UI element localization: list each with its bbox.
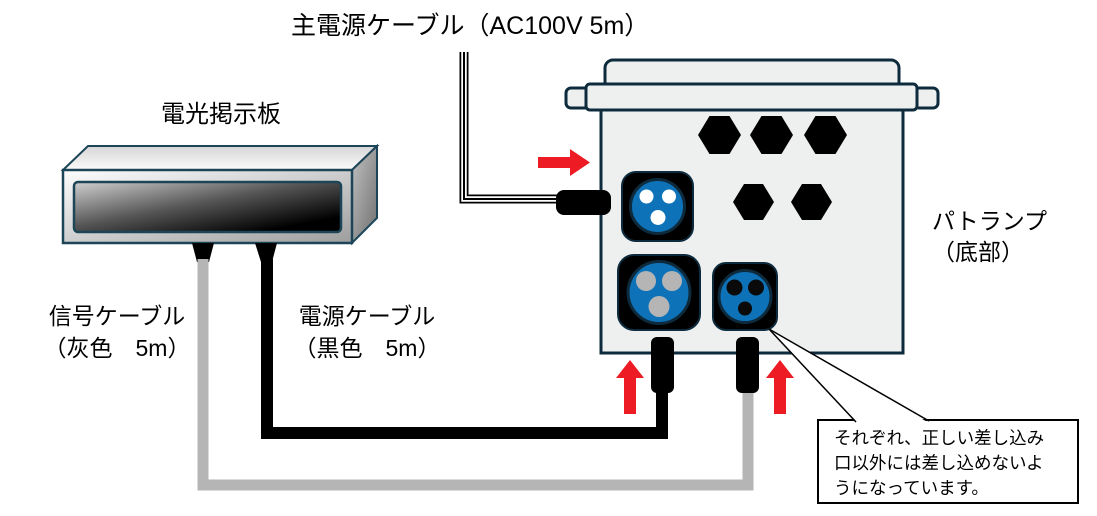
board-display-screen [72,180,343,234]
board-signal-connector [192,243,214,262]
patlamp-label-line1: パトランプ [932,208,1047,234]
signal-cable-label: 信号ケーブル （灰色 5m） [32,300,202,364]
callout-note: それぞれ、正しい差し込み 口以外には差し込めないよ うになっています。 [817,419,1079,504]
hex-bolt-icon [804,116,847,154]
board-top-face [60,145,380,171]
bulletin-board-label: 電光掲示板 [161,101,281,128]
callout-line: 口以外には差し込めないよ [834,453,1044,473]
arrow-right-icon [538,149,590,176]
main-power-plug [556,190,611,215]
arrow-up-left-icon [616,360,644,414]
patlamp-label-line2: （底部） [932,239,1024,265]
power-cable-label-line1: 電源ケーブル [298,303,436,329]
hex-bolts [698,116,847,220]
hex-bolt-icon [698,116,741,154]
board-power-connector [255,243,277,262]
signal-plug-bottom [736,337,759,393]
patlamp-base [564,58,940,355]
hex-bolt-icon [791,184,832,220]
arrow-up-right-icon [766,360,794,414]
power-plug-bottom [651,337,674,393]
power-cable-label-line2: （黒色 5m） [293,335,441,361]
signal-cable-gray [197,259,754,491]
signal-cable-label-line2: （灰色 5m） [43,335,191,361]
signal-cable-label-line1: 信号ケーブル [48,303,186,329]
bulletin-board [60,143,380,262]
patlamp-rail [584,82,919,112]
power-cable-label: 電源ケーブル （黒色 5m） [282,300,452,364]
hex-bolt-icon [733,184,774,220]
patlamp-label: パトランプ （底部） [932,206,1092,268]
socket-power [712,262,778,331]
power-cable-black [261,259,668,439]
hex-bolt-icon [750,116,793,154]
socket-signal [617,254,701,331]
main-power-cable-label: 主電源ケーブル（AC100V 5m） [291,12,650,40]
main-power-cable [459,52,557,204]
socket-main-power [621,171,694,242]
callout-line: それぞれ、正しい差し込み [834,428,1045,448]
callout-line: うになっています。 [834,478,989,498]
